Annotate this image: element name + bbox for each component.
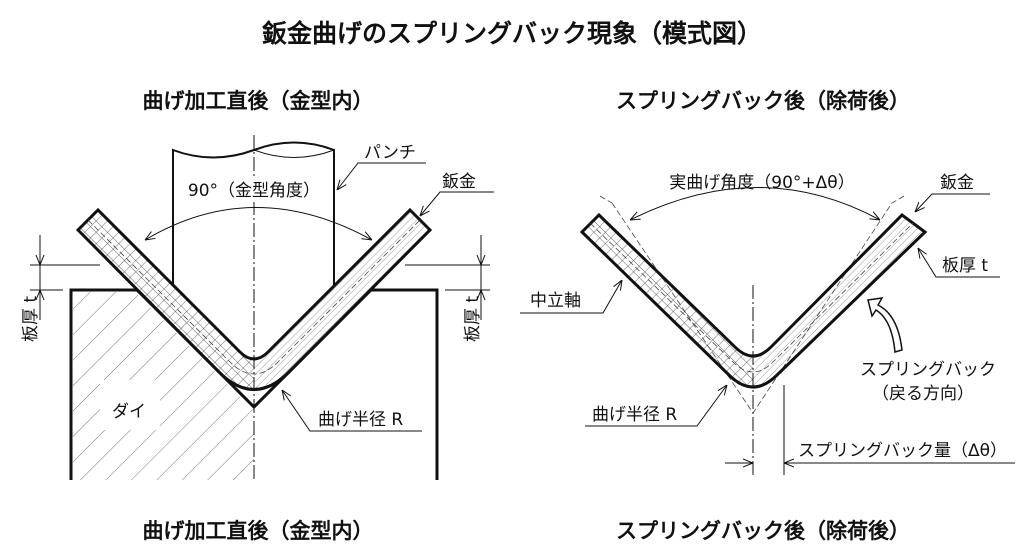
left-caption: 曲げ加工直後（金型内） <box>143 519 374 543</box>
sheet-label-right: 鈑金 <box>940 173 974 193</box>
sheet-label-left: 鈑金 <box>442 172 476 192</box>
springback-direction-label: （戻る方向） <box>872 384 974 404</box>
mold-angle-arc <box>145 207 372 241</box>
punch <box>172 141 335 285</box>
springback-label: スプリングバック <box>860 360 996 380</box>
thickness-label-sprungback: 板厚 t <box>942 256 988 276</box>
sheet-metal-bent <box>75 207 433 391</box>
thickness-label-right: 板厚 t <box>463 296 483 342</box>
die <box>69 288 439 480</box>
sheet-metal-sprungback <box>579 212 928 389</box>
actual-angle-label: 実曲げ角度（90°+Δθ） <box>669 173 854 193</box>
sheet-leader-right <box>915 193 990 212</box>
bend-radius-label-left: 曲げ半径 R <box>318 410 403 430</box>
springback-direction-arrow <box>867 297 903 353</box>
springback-amount-label: スプリングバック量（Δθ） <box>798 441 1007 461</box>
thickness-leader-right <box>918 248 1000 278</box>
sheet-leader-left <box>420 191 494 216</box>
left-heading: 曲げ加工直後（金型内） <box>143 89 374 113</box>
neutral-axis-leader <box>520 280 622 314</box>
punch-label: パンチ <box>364 143 416 163</box>
diagram-title: 鈑金曲げのスプリングバック現象（模式図） <box>262 19 762 48</box>
bend-radius-leader-right <box>585 385 727 427</box>
thickness-dimension-left <box>30 235 100 320</box>
punch-leader <box>337 162 426 190</box>
neutral-axis-label: 中立軸 <box>530 291 581 311</box>
actual-angle-arc <box>630 187 880 221</box>
bend-radius-label-right: 曲げ半径 R <box>592 405 677 425</box>
thickness-dimension-right <box>405 235 490 320</box>
die-label: ダイ <box>112 402 146 422</box>
mold-angle-label: 90°（金型角度） <box>188 181 320 201</box>
bend-radius-leader-left <box>282 390 422 432</box>
right-caption: スプリングバック後（除荷後） <box>616 519 910 543</box>
thickness-label-left: 板厚 t <box>21 296 41 342</box>
right-heading: スプリングバック後（除荷後） <box>616 89 910 113</box>
